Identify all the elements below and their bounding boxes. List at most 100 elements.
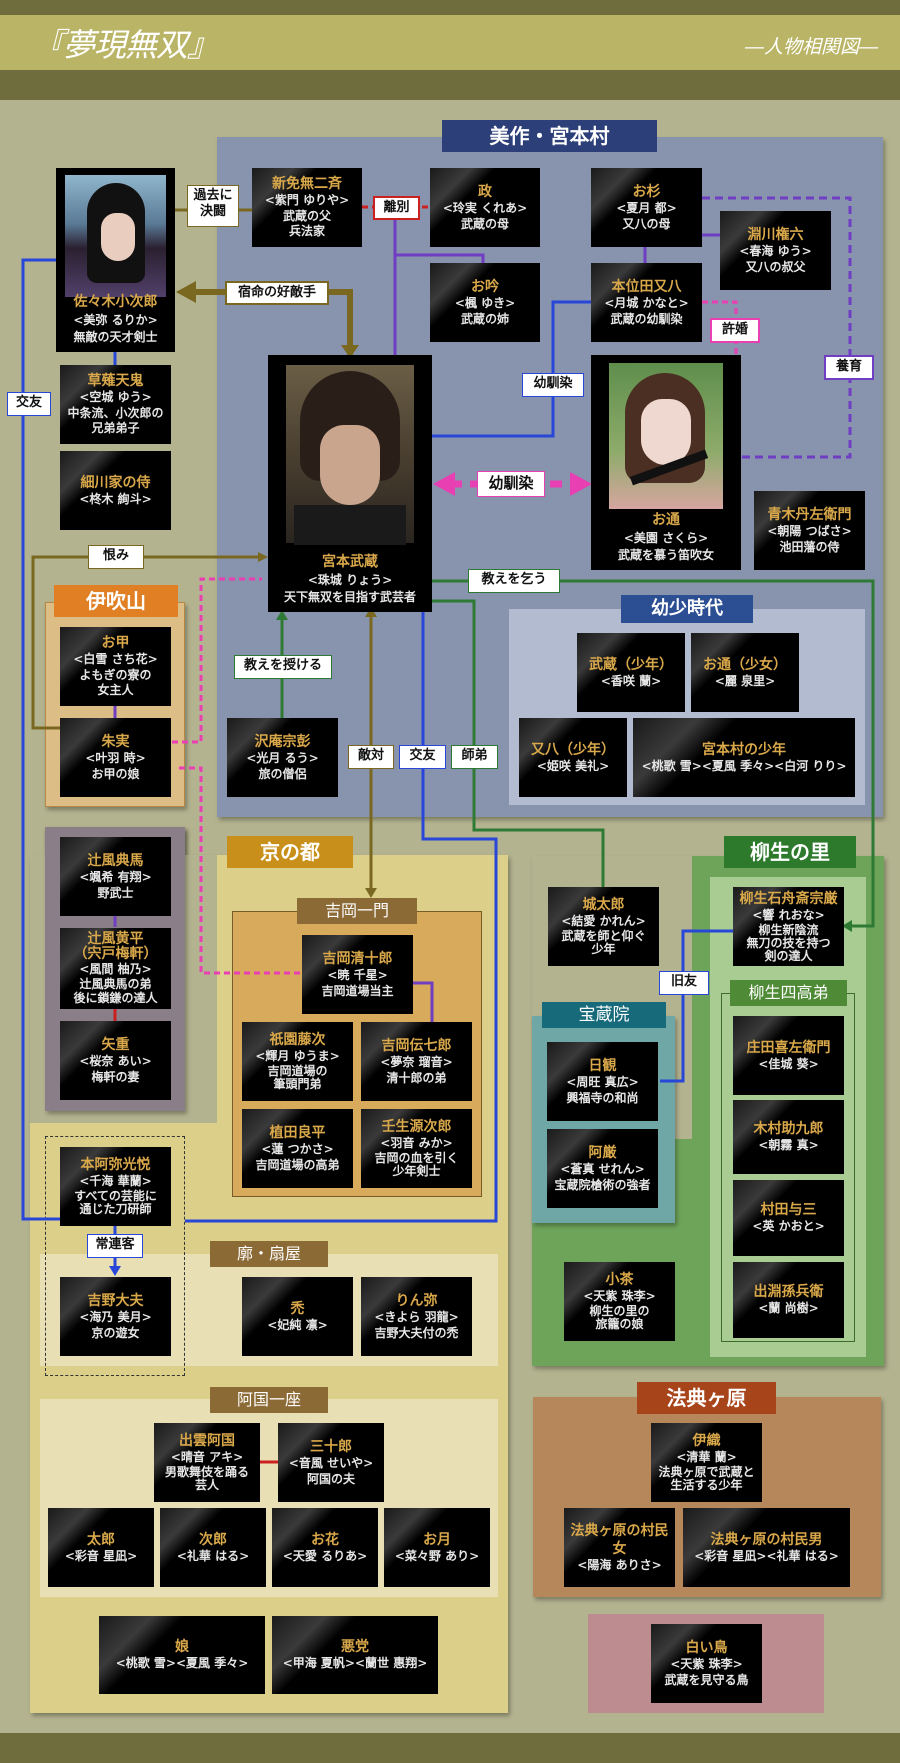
character-card-sekishusai[interactable]: 柳生石舟斎宗厳<響 れおな>柳生新陰流 無刀の技を持つ 剣の達人 [733,887,844,966]
character-name: 宮本村の少年 [702,741,786,758]
character-card-tenma[interactable]: 辻風典馬<颯希 有翔>野武士 [60,837,171,916]
character-card-nikkan[interactable]: 日観<周旺 真広>興福寺の和尚 [547,1042,658,1121]
character-card-hosokawa[interactable]: 細川家の侍<柊木 絢斗> [60,451,171,530]
character-desc: 武蔵の父 兵法家 [282,208,331,239]
character-card-iori[interactable]: 伊織<清華 蘭>法典ヶ原で武蔵と 生活する少年 [651,1423,762,1502]
region-label-yagyu: 柳生の里 [724,836,856,868]
region-label-yoshioka: 吉岡一門 [297,898,417,924]
character-desc: 法典ヶ原で武蔵と 生活する少年 [658,1464,755,1493]
character-actor: <香咲 蘭> [600,673,662,688]
character-name: 祇園藤次 [269,1031,326,1048]
character-card-denshichiro[interactable]: 吉岡伝七郎<夢奈 瑠音>清十郎の弟 [361,1022,472,1101]
portrait-musashi [286,365,414,545]
character-actor: <彩音 星凪><礼華 はる> [694,1548,839,1563]
character-actor: <麗 泉里> [714,673,776,688]
character-card-ohana[interactable]: お花<天愛 るりあ> [272,1508,378,1587]
character-desc: 宝蔵院槍術の強者 [554,1177,651,1192]
character-card-rinya[interactable]: りん弥<きよら 羽龍>吉野大夫付の禿 [361,1277,472,1356]
character-card-kojiro[interactable]: 佐々木小次郎 <美弥 るりか> 無敵の天才剣士 [56,168,175,352]
character-card-debuchi[interactable]: 出淵孫兵衛<蘭 尚樹> [733,1262,844,1338]
character-card-yoshino[interactable]: 吉野大夫<海乃 美月>京の遊女 [60,1277,171,1356]
character-desc: すべての芸能に 通じた刀研師 [74,1188,157,1217]
character-card-villager-f[interactable]: 法典ヶ原の村民女<陽海 ありさ> [564,1508,675,1587]
character-card-ryohei[interactable]: 植田良平<蓮 つかさ>吉岡道場の高弟 [242,1109,353,1188]
character-name: 三十郎 [310,1438,352,1455]
character-card-jotaro[interactable]: 城太郎<結愛 かれん>武蔵を師と仰ぐ 少年 [548,887,659,966]
character-card-okuni[interactable]: 出雲阿国<晴音 アキ>男歌舞伎を踊る 芸人 [154,1423,260,1502]
character-name: 辻風黄平 （宍戸梅軒） [73,930,158,962]
character-name: 伊織 [692,1432,721,1449]
character-name: 植田良平 [269,1124,326,1141]
character-card-miyamoto-boys[interactable]: 宮本村の少年<桃歌 雪><夏風 季々><白河 りり> [633,718,855,797]
character-card-aoki[interactable]: 青木丹左衛門<朝陽 つばさ>池田藩の侍 [754,491,865,570]
character-card-sanjuro[interactable]: 三十郎<音風 せいや>阿国の夫 [278,1423,384,1502]
relation-kyuuyuu: 旧友 [659,971,709,995]
character-card-masa[interactable]: 政<玲実 くれあ>武蔵の母 [430,168,540,247]
character-name: 本位田又八 [611,278,682,295]
character-name: 悪党 [341,1639,369,1656]
relation-shitei: 師弟 [451,745,498,769]
character-card-akuto[interactable]: 悪党<甲海 夏帆><蘭世 惠翔> [272,1616,438,1694]
character-card-agon[interactable]: 阿厳<蒼真 せれん>宝蔵院槍術の強者 [547,1129,658,1208]
character-card-otsu-young[interactable]: お通（少女）<麗 泉里> [691,633,799,712]
character-card-kocha[interactable]: 小茶<天紫 珠李>柳生の里の 旅籠の娘 [564,1262,675,1341]
relation-oshie-kou: 教えを乞う [468,569,560,593]
character-actor: <天愛 るりあ> [282,1548,368,1563]
character-actor: <陽海 ありさ> [577,1557,662,1572]
character-desc: 京の遊女 [91,1325,140,1340]
character-name: お通（少女） [703,656,787,673]
character-card-kamuro[interactable]: 禿<妃純 凛> [242,1277,353,1356]
character-card-shiroitori[interactable]: 白い鳥<天紫 珠李>武蔵を見守る鳥 [651,1624,762,1703]
character-card-otsuki[interactable]: お月<菜々野 あり> [384,1508,490,1587]
character-card-gonroku[interactable]: 淵川権六<春海 ゆう>又八の叔父 [720,211,831,290]
character-card-munisai[interactable]: 新免無二斉<紫門 ゆりや>武蔵の父 兵法家 [252,168,362,247]
character-card-takuan[interactable]: 沢庵宗彭<光月 るう>旅の僧侶 [227,718,338,797]
character-actor: <春海 ゆう> [739,244,812,258]
character-card-shoda[interactable]: 庄田喜左衛門<佳城 葵> [733,1016,844,1095]
character-card-taro[interactable]: 太郎<彩音 星凪> [48,1508,154,1587]
character-actor: <光月 るう> [246,751,319,765]
character-desc: よもぎの寮の 女主人 [79,667,152,698]
character-card-kohei[interactable]: 辻風黄平 （宍戸梅軒）<風間 柚乃>辻風典馬の弟 後に鎖鎌の達人 [60,928,171,1009]
character-card-villager-m[interactable]: 法典ヶ原の村民男<彩音 星凪><礼華 はる> [683,1508,850,1587]
character-card-toji[interactable]: 祇園藤次<輝月 ゆうま>吉岡道場の 筆頭門弟 [242,1022,353,1101]
character-card-oko[interactable]: お甲<白雪 さち花>よもぎの寮の 女主人 [60,627,171,706]
character-desc: 中条流、小次郎の 兄弟弟子 [67,405,164,436]
character-card-matahachi-young[interactable]: 又八（少年）<姫咲 美礼> [519,718,627,797]
character-desc: 野武士 [97,885,134,900]
character-card-ogin[interactable]: お吟<楓 ゆき>武蔵の姉 [430,263,540,342]
character-card-jiro[interactable]: 次郎<礼華 はる> [160,1508,266,1587]
character-card-musashi-young[interactable]: 武蔵（少年）<香咲 蘭> [577,633,685,712]
character-actor: <朝陽 つばさ> [767,524,852,538]
title-bar [0,15,900,70]
character-card-yae[interactable]: 矢重<桜奈 あい>梅軒の妻 [60,1021,171,1100]
character-card-otsu[interactable]: お通 <美園 さくら> 武蔵を慕う笛吹女 [591,355,741,570]
character-card-seijuro[interactable]: 吉岡清十郎<暁 千星>吉岡道場当主 [302,935,413,1014]
character-desc: 武蔵を師と仰ぐ 少年 [561,928,646,957]
character-card-musashi[interactable]: 宮本武蔵 <珠城 りょう> 天下無双を目指す武芸者 [268,355,432,612]
character-card-osugi[interactable]: お杉<夏月 都>又八の母 [591,168,702,247]
character-actor: <美弥 るりか> [73,313,158,328]
character-desc: 柳生新陰流 無刀の技を持つ 剣の達人 [746,922,831,963]
character-actor: <桃歌 雪><夏風 季々><白河 りり> [641,758,847,773]
character-name: 朱実 [101,733,130,750]
character-actor: <晴音 アキ> [170,1450,244,1464]
character-card-tenki[interactable]: 草薙天鬼<空城 ゆう>中条流、小次郎の 兄弟弟子 [60,365,171,444]
character-card-matahachi[interactable]: 本位田又八<月城 かなと>武蔵の幼馴染 [591,263,702,342]
character-name: お花 [311,1531,339,1548]
character-card-kimura[interactable]: 木村助九郎<朝霧 真> [733,1100,844,1174]
character-name: お月 [423,1531,451,1548]
character-card-murata[interactable]: 村田与三<英 かおと> [733,1180,844,1256]
character-desc: 池田藩の侍 [779,539,840,554]
character-card-koetsu[interactable]: 本阿弥光悦<千海 華蘭>すべての芸能に 通じた刀研師 [60,1147,171,1226]
character-card-musume[interactable]: 娘<桃歌 雪><夏風 季々> [99,1616,265,1694]
character-actor: <蘭 尚樹> [758,1301,819,1316]
character-actor: <蓮 つかさ> [261,1142,334,1156]
character-card-akemi[interactable]: 朱実<叶羽 時>お甲の娘 [60,718,171,797]
character-card-genjiro[interactable]: 壬生源次郎<羽音 みか>吉岡の血を引く 少年剣士 [361,1109,472,1188]
character-name: お杉 [632,183,661,200]
character-desc: 武蔵を見守る鳥 [664,1672,749,1687]
character-name: 日観 [588,1057,617,1074]
character-desc: 武蔵の姉 [460,311,509,326]
